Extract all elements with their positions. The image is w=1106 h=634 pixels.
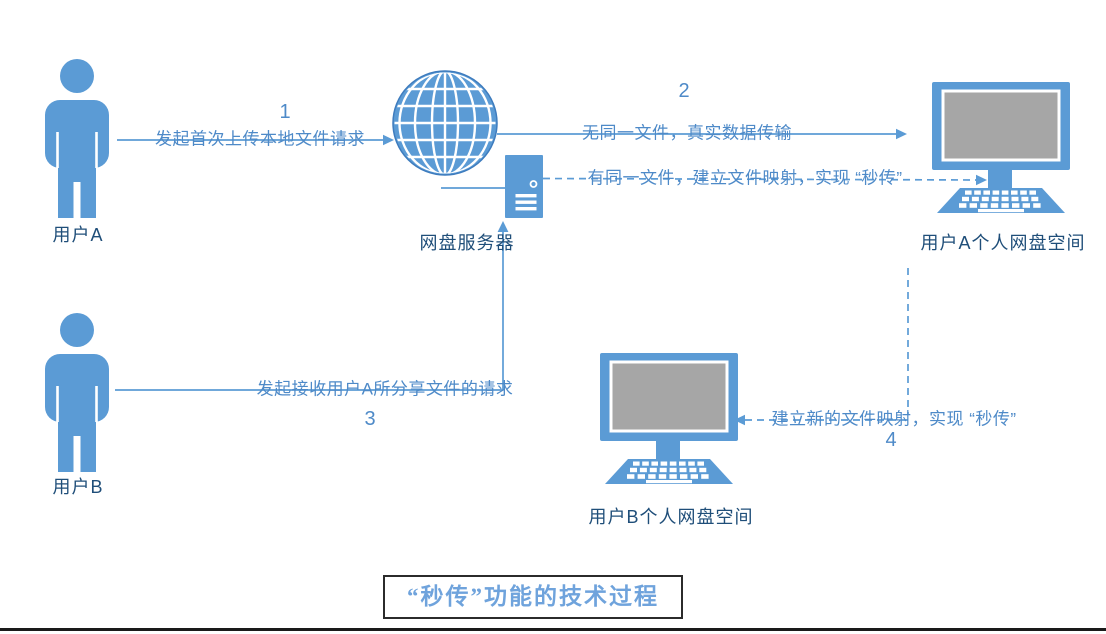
space-a-label: 用户A个人网盘空间 — [920, 233, 1086, 253]
arrowhead-step2 — [896, 128, 907, 140]
step1-number: 1 — [279, 101, 291, 123]
step3-label: 发起接收用户A所分享文件的请求 — [256, 379, 514, 399]
step2-label: 无同一文件，真实数据传输 — [582, 123, 792, 143]
step2-number: 2 — [678, 80, 690, 102]
arrowhead-step1 — [383, 134, 394, 146]
user-b-label: 用户B — [52, 477, 104, 497]
connector-step2b-dashed-line — [542, 177, 978, 181]
diagram-title-box: “秒传”功能的技术过程 — [383, 575, 683, 619]
globe-icon — [392, 70, 498, 176]
user-b-person-icon — [45, 313, 109, 473]
diagram-title: “秒传”功能的技术过程 — [407, 584, 659, 609]
page-bottom-rule — [0, 628, 1106, 631]
server-icon — [505, 155, 543, 218]
user-a-label: 用户A — [52, 225, 104, 245]
arrowhead-step3-up — [497, 221, 509, 232]
space-a-computer-icon — [930, 80, 1072, 215]
step1-label: 发起首次上传本地文件请求 — [155, 129, 365, 149]
user-a-person-icon — [45, 59, 109, 219]
space-b-computer-icon — [598, 351, 740, 486]
space-b-label: 用户B个人网盘空间 — [588, 507, 754, 527]
step4-label: 建立新的文件映射，实现 “秒传” — [771, 409, 1017, 429]
step4-number: 4 — [885, 429, 897, 451]
step3-number: 3 — [364, 408, 376, 430]
server-label: 网盘服务器 — [419, 233, 515, 253]
arrowhead-step4-left — [734, 414, 745, 426]
connectors — [115, 133, 978, 421]
step2b-label: 有同一文件，建立文件映射，实现 “秒传” — [587, 168, 903, 188]
arrowheads — [383, 128, 987, 426]
arrowhead-step2b — [976, 174, 987, 186]
